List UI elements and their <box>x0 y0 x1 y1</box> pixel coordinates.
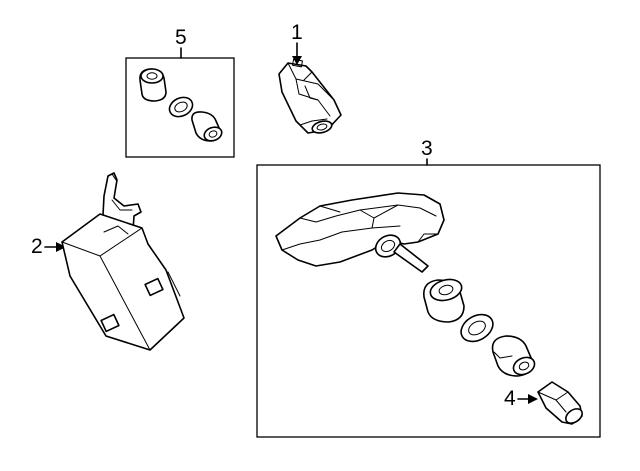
tire-pressure-sensor-icon <box>275 192 445 273</box>
callout-4-label: 4 <box>504 387 516 410</box>
valve-cap-icon <box>537 381 583 425</box>
valve-nut-icon <box>191 111 223 142</box>
grommet-icon <box>139 68 167 102</box>
washer-icon <box>168 96 194 118</box>
connector-plug-icon <box>278 58 342 134</box>
callout-5-label: 5 <box>175 26 187 49</box>
callout-2-label: 2 <box>31 235 43 258</box>
callout-5: 5 <box>175 26 187 59</box>
grommet-icon <box>422 278 465 323</box>
callout-1-label: 1 <box>291 21 303 44</box>
service-kit-box <box>125 57 235 158</box>
callout-3: 3 <box>421 137 433 166</box>
callout-4: 4 <box>504 387 538 410</box>
callout-3-label: 3 <box>421 137 433 160</box>
washer-icon <box>460 313 494 343</box>
tpms-receiver-module-icon <box>61 172 185 351</box>
valve-nut-icon <box>491 335 536 377</box>
valve-service-kit-icon <box>139 68 223 142</box>
sensor-assembly-box <box>256 164 601 438</box>
callout-1: 1 <box>291 21 303 65</box>
callout-2: 2 <box>31 235 66 258</box>
